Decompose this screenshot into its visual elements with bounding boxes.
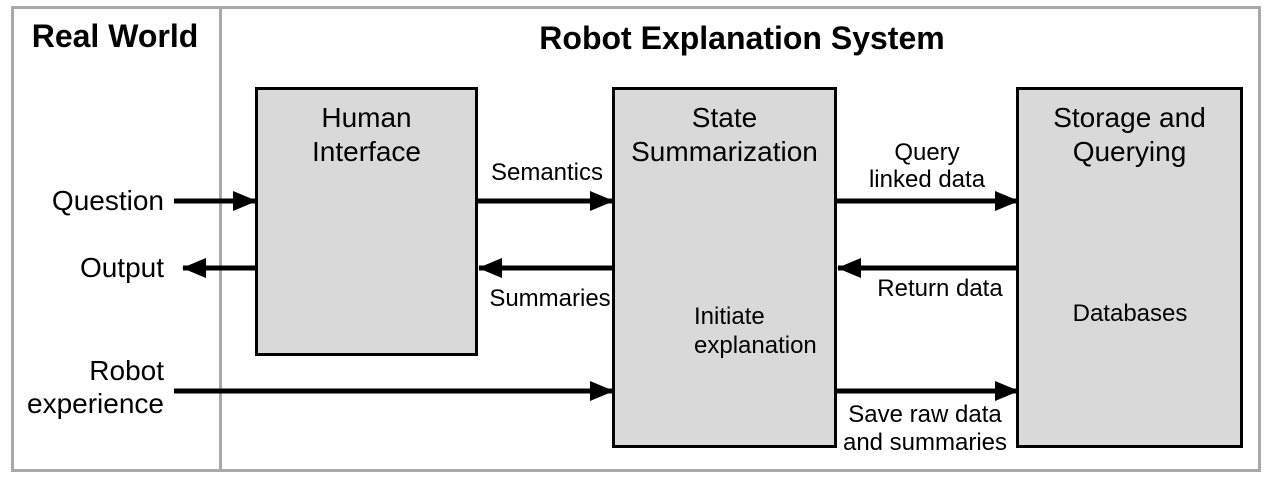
initiate-explanation-label: Initiate explanation <box>694 303 817 359</box>
storage-querying-box: Storage and Querying <box>1016 87 1243 448</box>
state-summarization-box: State Summarization <box>612 87 837 448</box>
system-title: Robot Explanation System <box>539 20 945 56</box>
save-raw-data-label: Save raw data and summaries <box>842 401 1008 456</box>
human-interface-title: Human Interface <box>312 102 421 167</box>
output-label: Output <box>79 252 164 283</box>
question-label: Question <box>51 185 164 216</box>
outer-frame <box>11 6 1261 472</box>
summaries-label: Summaries <box>489 285 611 312</box>
real-world-title: Real World <box>31 18 199 54</box>
query-linked-data-label: Query linked data <box>868 139 986 193</box>
state-summarization-title: State Summarization <box>631 102 818 167</box>
databases-label: Databases <box>1072 300 1188 327</box>
semantics-label: Semantics <box>490 159 604 186</box>
storage-querying-title: Storage and Querying <box>1053 102 1206 167</box>
return-data-label: Return data <box>877 275 1003 302</box>
human-interface-box: Human Interface <box>255 87 478 356</box>
section-divider <box>219 6 222 472</box>
robot-experience-label: Robot experience <box>27 355 164 419</box>
